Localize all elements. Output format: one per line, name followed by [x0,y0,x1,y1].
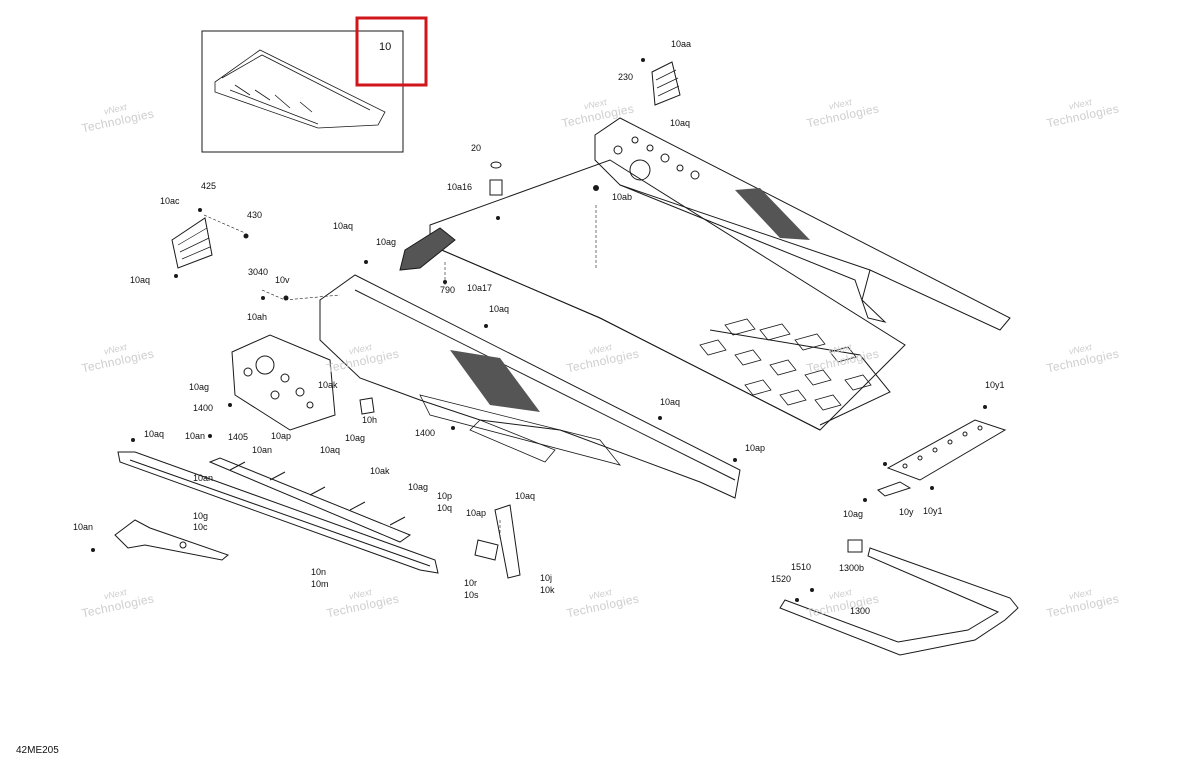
part-label: 10c [193,522,208,532]
part-label: 1520 [771,574,792,584]
part-label: 10ak [370,466,390,476]
part-label: 10aq [144,429,165,439]
part-label: 10ag [345,433,366,443]
heat-shield-10a16 [399,227,456,271]
part-label: 10q [437,503,453,513]
part-label: 10r [464,578,478,588]
part-label: 1300 [850,606,871,616]
left-bracket-10g [114,519,230,561]
part-label: 10ag [189,382,210,392]
part-label: 1300b [839,563,865,573]
part-label: 10k [540,585,555,595]
part-label: 10y1 [923,506,943,516]
part-label: 10aq [670,118,691,128]
part-label: 10m [311,579,329,589]
part-label: 10g [193,511,209,521]
part-label: 10h [362,415,378,425]
inset-frame [201,30,404,153]
part-label: 425 [201,181,217,191]
center-bracket-10j [474,504,521,579]
part-label: 10aq [489,304,510,314]
figure-number: 42ME205 [16,745,59,756]
fuel-filler-neck-20 [489,161,503,196]
left-grille-plate [171,217,213,269]
part-label: 1400 [415,428,436,438]
part-label: 10p [437,491,453,501]
part-label: 10ap [271,431,292,441]
part-label: 1405 [228,432,249,442]
part-label: 10s [464,590,479,600]
part-label: 230 [618,72,634,82]
part-label: 10y1 [985,380,1005,390]
part-label: 10ag [408,482,429,492]
right-grille-plate [651,61,681,106]
part-label: 10ah [247,312,268,322]
part-label: 10aq [515,491,536,501]
part-label: 10a17 [467,283,493,293]
part-label: 10aq [333,221,354,231]
callout-number: 10 [379,41,392,53]
left-front-bracket [231,334,336,431]
part-label: 10aq [320,445,341,455]
part-label: 790 [440,285,456,295]
footrest-rail [208,457,412,543]
part-label: 10aa [671,39,692,49]
part-label: 10j [540,573,553,583]
leader-lines [203,205,597,540]
part-label: 10ap [745,443,766,453]
part-label: 3040 [248,267,269,277]
part-label: 10ak [318,380,338,390]
part-label: 1400 [193,403,214,413]
part-label: 10an [193,473,214,483]
part-label: 10ag [843,509,864,519]
part-label: 10ap [466,508,487,518]
part-label: 10an [252,445,273,455]
gusset-10h [359,397,375,415]
running-board-left [117,451,439,574]
part-label: 10aq [660,397,681,407]
part-label: 10an [185,431,206,441]
tunnel-cutouts [699,318,872,411]
fasteners [91,58,987,602]
inset-tunnel-thumbnail [214,49,386,129]
part-label: 10ab [612,192,633,202]
part-label: 10a16 [447,182,473,192]
part-label: 10ag [376,237,397,247]
part-label: 1510 [791,562,812,572]
right-side-rail [594,117,1011,331]
left-side-rail [319,274,741,499]
part-label: 10an [73,522,94,532]
callout-highlight [355,16,428,87]
part-label: 10ac [160,196,180,206]
under-frame-members [419,394,622,466]
part-label: 10v [275,275,290,285]
right-runner-plate-10y [877,419,1007,497]
part-label: 20 [471,143,482,153]
part-label: 430 [247,210,263,220]
part-label: 10y [899,507,914,517]
part-label: 10aq [130,275,151,285]
rear-bumper-1300 [779,539,1019,656]
part-label: 10n [311,567,327,577]
